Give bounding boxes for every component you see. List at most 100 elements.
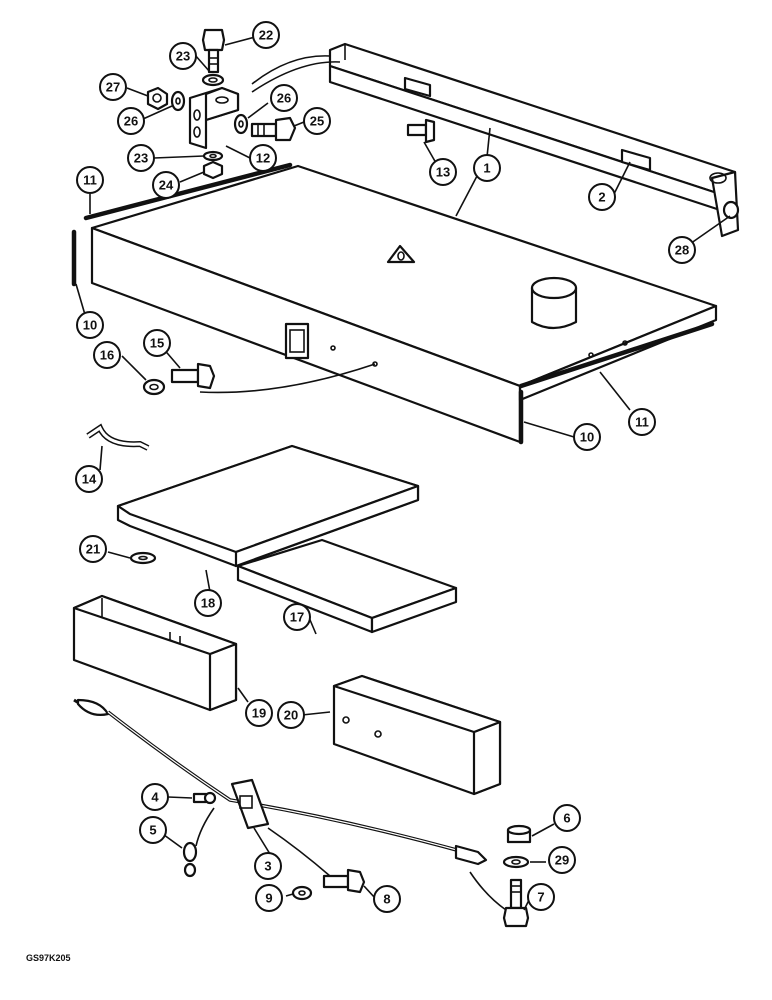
block-20 xyxy=(332,674,502,796)
callout-11-top: 11 xyxy=(76,166,104,194)
callout-22: 22 xyxy=(252,21,280,49)
svg-text:17: 17 xyxy=(290,610,304,625)
callout-9: 9 xyxy=(255,884,283,912)
callout-29: 29 xyxy=(548,846,576,874)
svg-text:18: 18 xyxy=(201,596,215,611)
svg-text:6: 6 xyxy=(563,811,570,826)
callout-25: 25 xyxy=(303,107,331,135)
clip-upper xyxy=(403,76,432,98)
washer-23-lower xyxy=(202,150,224,162)
pad-18 xyxy=(116,444,420,568)
svg-text:12: 12 xyxy=(256,151,270,166)
callout-28: 28 xyxy=(668,236,696,264)
svg-text:26: 26 xyxy=(277,91,291,106)
callout-7: 7 xyxy=(527,883,555,911)
callout-5: 5 xyxy=(139,816,167,844)
seal-11-right xyxy=(518,321,715,389)
callout-20: 20 xyxy=(277,701,305,729)
pad-17 xyxy=(236,538,458,634)
screw-4 xyxy=(192,791,217,805)
filler-neck xyxy=(530,276,578,330)
earth-cable xyxy=(73,698,488,866)
svg-text:8: 8 xyxy=(383,892,390,907)
svg-text:2: 2 xyxy=(598,190,605,205)
washer-23-top xyxy=(201,73,225,87)
callout-18: 18 xyxy=(194,589,222,617)
washer-21 xyxy=(129,551,157,565)
callout-27: 27 xyxy=(99,73,127,101)
svg-text:4: 4 xyxy=(151,790,159,805)
svg-text:24: 24 xyxy=(159,178,174,193)
cover-box xyxy=(90,164,718,444)
svg-text:26: 26 xyxy=(124,114,138,129)
clip-2 xyxy=(620,148,652,172)
svg-text:10: 10 xyxy=(580,430,594,445)
bolt-15 xyxy=(170,362,216,390)
callout-11-right: 11 xyxy=(628,408,656,436)
callout-26-left: 26 xyxy=(117,107,145,135)
callout-16: 16 xyxy=(93,341,121,369)
washer-29 xyxy=(502,855,530,869)
washer-9 xyxy=(291,885,313,901)
svg-text:7: 7 xyxy=(537,890,544,905)
svg-text:11: 11 xyxy=(635,415,649,430)
svg-text:22: 22 xyxy=(259,28,273,43)
svg-text:19: 19 xyxy=(252,706,266,721)
callout-10-left: 10 xyxy=(76,311,104,339)
callout-15: 15 xyxy=(143,329,171,357)
support-rail-1 xyxy=(328,42,740,238)
callout-23-lower: 23 xyxy=(127,144,155,172)
front-slot xyxy=(284,322,310,360)
svg-text:27: 27 xyxy=(106,80,120,95)
svg-text:25: 25 xyxy=(310,114,324,129)
svg-text:23: 23 xyxy=(176,49,190,64)
svg-text:5: 5 xyxy=(149,823,156,838)
svg-text:16: 16 xyxy=(100,348,114,363)
washer-26-right xyxy=(233,113,249,135)
callout-14: 14 xyxy=(75,465,103,493)
svg-text:13: 13 xyxy=(436,165,450,180)
washer-26-left xyxy=(170,90,186,112)
nut-27 xyxy=(146,86,169,111)
callout-8: 8 xyxy=(373,885,401,913)
svg-text:1: 1 xyxy=(483,161,490,176)
svg-text:28: 28 xyxy=(675,243,689,258)
svg-text:20: 20 xyxy=(284,708,298,723)
callout-4: 4 xyxy=(141,783,169,811)
bolt-7 xyxy=(502,878,530,928)
callout-21: 21 xyxy=(79,535,107,563)
svg-text:10: 10 xyxy=(83,318,97,333)
drawing-code: GS97K205 xyxy=(26,953,71,963)
cable-grommet-3 xyxy=(230,778,270,830)
svg-text:15: 15 xyxy=(150,336,164,351)
block-19 xyxy=(72,594,238,712)
svg-text:9: 9 xyxy=(265,891,272,906)
washer-16 xyxy=(142,378,166,396)
bolt-25 xyxy=(250,116,297,142)
callout-3: 3 xyxy=(254,852,282,880)
leader-lines xyxy=(75,36,731,911)
svg-text:23: 23 xyxy=(134,151,148,166)
callout-23-top: 23 xyxy=(169,42,197,70)
lifting-lug xyxy=(386,244,416,264)
bolt-8 xyxy=(322,868,366,894)
svg-text:14: 14 xyxy=(82,472,97,487)
clip-5 xyxy=(182,841,198,878)
bolt-22 xyxy=(201,28,226,74)
callout-13: 13 xyxy=(429,158,457,186)
bolt-6 xyxy=(506,824,532,844)
svg-text:11: 11 xyxy=(83,173,97,188)
bolt-13 xyxy=(406,118,436,144)
angle-bracket-12 xyxy=(188,86,240,150)
callout-2: 2 xyxy=(588,183,616,211)
svg-text:21: 21 xyxy=(86,542,100,557)
callout-26-right: 26 xyxy=(270,84,298,112)
seal-11-top xyxy=(83,162,293,221)
callout-1: 1 xyxy=(473,154,501,182)
callout-17: 17 xyxy=(283,603,311,631)
callout-19: 19 xyxy=(245,699,273,727)
callout-10-right: 10 xyxy=(573,423,601,451)
svg-text:29: 29 xyxy=(555,853,569,868)
callout-6: 6 xyxy=(553,804,581,832)
